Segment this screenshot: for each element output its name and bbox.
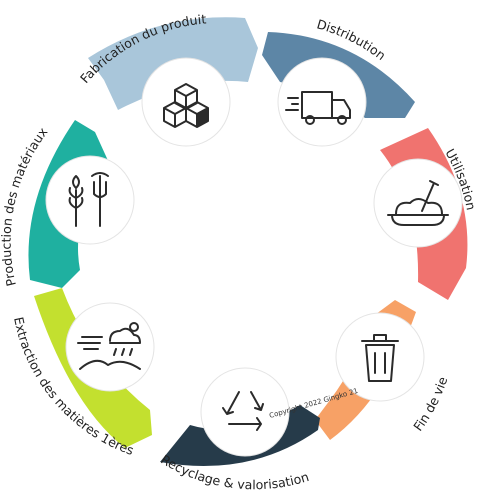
weather-landscape-icon bbox=[77, 322, 141, 370]
wheat-pitchfork-icon bbox=[68, 172, 109, 227]
recycle-icon bbox=[222, 391, 264, 431]
boxes-icon bbox=[163, 83, 209, 128]
label-fin-de-vie: Fin de vie bbox=[410, 375, 450, 434]
delivery-truck-icon bbox=[285, 91, 351, 125]
svg-text:Fin de vie: Fin de vie bbox=[410, 375, 450, 434]
trash-bin-icon bbox=[361, 334, 399, 382]
dish-fork-icon bbox=[387, 180, 449, 226]
